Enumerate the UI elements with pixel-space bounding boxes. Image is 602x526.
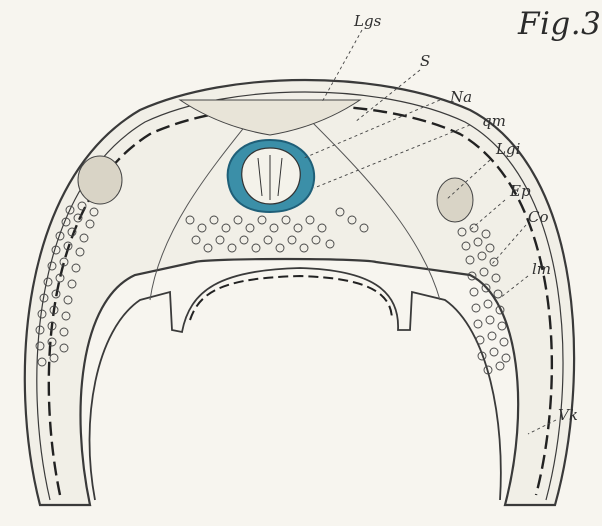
label-lm: lm <box>532 260 551 278</box>
label-lgi: Lgi <box>496 140 520 158</box>
label-qm: qm <box>482 112 506 130</box>
outer-body-wall <box>25 80 574 505</box>
label-na: Na <box>450 88 472 106</box>
nerve-cord-core <box>242 148 300 204</box>
label-co: Co <box>528 208 549 226</box>
label-lgs: Lgs <box>354 12 381 30</box>
label-s: S <box>420 52 430 70</box>
label-ep: Ep <box>510 182 531 200</box>
inner-arch <box>90 268 501 500</box>
lateral-line-right <box>437 178 473 222</box>
figure-title: Fig.3 <box>518 6 601 42</box>
lateral-line-left <box>78 156 122 204</box>
label-vk: Vk <box>558 406 578 424</box>
